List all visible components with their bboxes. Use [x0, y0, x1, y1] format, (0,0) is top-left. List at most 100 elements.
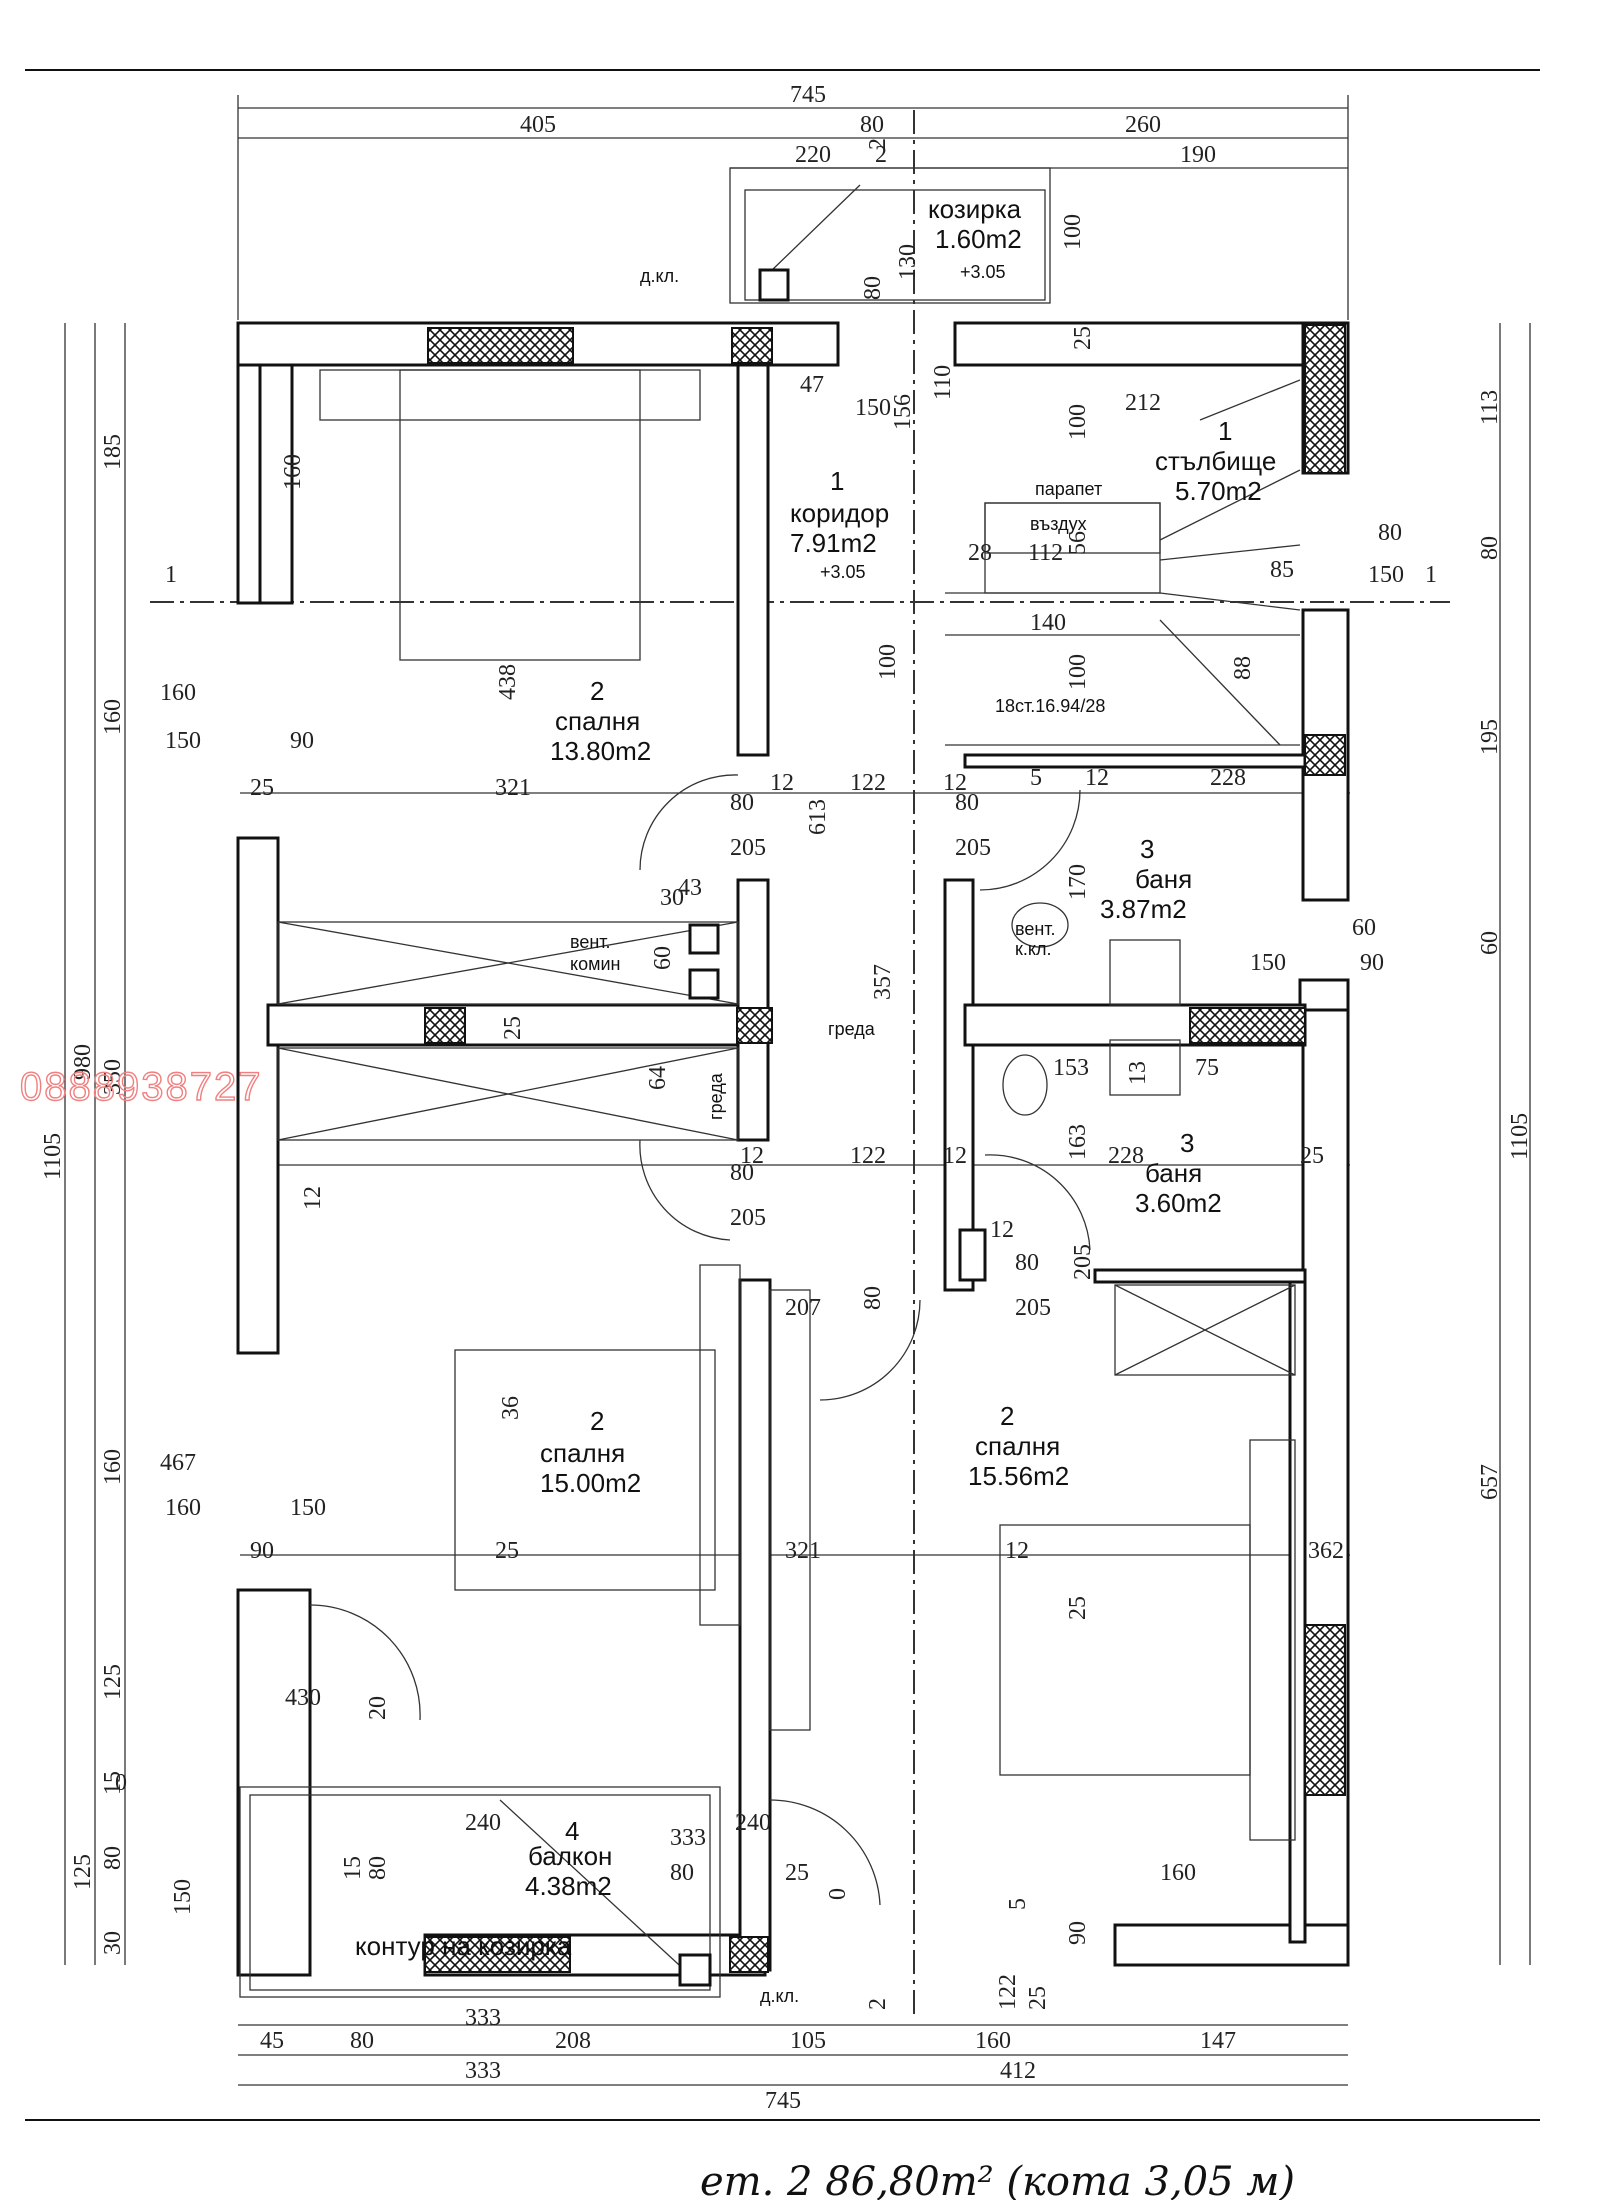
inner-dim-label: 430	[285, 1685, 321, 1711]
inner-dim-label: 150	[855, 395, 891, 421]
bath2-label: баня	[1145, 1158, 1202, 1188]
inner-dim-label: 163	[1065, 1124, 1091, 1160]
inner-dim-label: 110	[930, 365, 956, 400]
inner-dim-label: 36	[498, 1396, 524, 1420]
inner-dim-label: 12	[943, 770, 967, 796]
dkl-bottom-label: д.кл.	[760, 1986, 799, 2006]
stairs-number: 1	[1218, 416, 1232, 446]
dim-left-350: 350	[100, 1059, 126, 1095]
inner-dim-label: 25	[250, 775, 274, 801]
dim-top-405: 405	[520, 112, 556, 138]
inner-dim-label: 321	[495, 775, 531, 801]
columns	[424, 324, 1346, 1973]
stairs	[945, 379, 1301, 746]
inner-dim-label: 12	[990, 1217, 1014, 1243]
inner-dim-label: 170	[1065, 864, 1091, 900]
canopy-label: козирка	[928, 194, 1022, 224]
dim-right-195: 195	[1477, 719, 1503, 755]
inner-dim-label: 13	[1125, 1061, 1151, 1085]
inner-dim-label: 80	[670, 1860, 694, 1886]
inner-dim-label: 80	[860, 276, 886, 300]
inner-dim-label: 100	[1065, 654, 1091, 690]
inner-dim-label: 150	[1368, 562, 1404, 588]
inner-dim-label: 160	[160, 680, 196, 706]
bath2-number: 3	[1180, 1128, 1194, 1158]
bedroom3-area: 15.56m2	[968, 1461, 1069, 1491]
bedroom1-number: 2	[590, 676, 604, 706]
inner-dim-label: 156	[890, 394, 916, 430]
dim-bottom-333-top: 333	[465, 2005, 501, 2031]
inner-dim-label: 205	[955, 835, 991, 861]
bedroom2-label: спалня	[540, 1438, 625, 1468]
inner-dim-label: 100	[1060, 214, 1086, 250]
balcony-label: балкон	[528, 1841, 612, 1871]
dim-top-260: 260	[1125, 112, 1161, 138]
inner-dim-label: 85	[1270, 557, 1294, 583]
vent1-label: вент.	[570, 932, 611, 952]
inner-dim-label: 150	[1250, 950, 1286, 976]
phone-watermark: 0888938727	[20, 1065, 262, 1109]
inner-dim-label: 12	[943, 1143, 967, 1169]
inner-dim-label: 212	[1125, 390, 1161, 416]
inner-dim-label: 140	[1030, 610, 1066, 636]
balcony-number: 4	[565, 1816, 579, 1846]
inner-dim-label: 90	[1065, 1921, 1091, 1945]
inner-dim-label: 80	[1015, 1250, 1039, 1276]
bath1-number: 3	[1140, 834, 1154, 864]
komin-label: комин	[570, 954, 620, 974]
inner-dim-label: 321	[785, 1538, 821, 1564]
dim-left-980: 980	[70, 1044, 96, 1080]
inner-dim-label: 25	[500, 1016, 526, 1040]
dim-bottom-208: 208	[555, 2028, 591, 2054]
bedroom2-number: 2	[590, 1406, 604, 1436]
section-2-bottom: 2	[865, 1998, 891, 2010]
bedroom1-area: 13.80m2	[550, 736, 651, 766]
inner-dim-label: 100	[875, 644, 901, 680]
inner-dim-label: 207	[785, 1295, 821, 1321]
inner-dim-label: 160	[280, 454, 306, 490]
inner-dim-label: 160	[1160, 1860, 1196, 1886]
parapet-label: парапет	[1035, 479, 1102, 499]
dim-bottom-160: 160	[975, 2028, 1011, 2054]
stairs-label: стълбище	[1155, 446, 1276, 476]
bath1-area: 3.87m2	[1100, 894, 1187, 924]
inner-dim-label: 25	[785, 1860, 809, 1886]
dim-left-150: 150	[170, 1879, 196, 1915]
dim-top-2: 2	[875, 142, 887, 168]
bedroom3-number: 2	[1000, 1401, 1014, 1431]
section-1-right: 1	[1425, 562, 1437, 588]
inner-dim-label: 122	[850, 770, 886, 796]
dim-bottom-80: 80	[350, 2028, 374, 2054]
inner-dim-label: 80	[860, 1286, 886, 1310]
inner-dim-label: 12	[1005, 1538, 1029, 1564]
dimension-lines	[64, 95, 1531, 2086]
dim-top-220: 220	[795, 142, 831, 168]
inner-dim-label: 0	[825, 1888, 851, 1900]
inner-dim-label: 5	[1005, 1898, 1031, 1910]
inner-dim-label: 112	[1028, 540, 1063, 566]
kkl-label: к.кл.	[1015, 939, 1051, 959]
dim-right-113: 113	[1477, 390, 1503, 425]
inner-dim-label: 90	[1360, 950, 1384, 976]
inner-dim-label: 205	[730, 1205, 766, 1231]
stairs-area: 5.70m2	[1175, 476, 1262, 506]
dim-right-657: 657	[1477, 1464, 1503, 1500]
inner-dim-label: 64	[645, 1066, 671, 1090]
inner-dim-label: 613	[805, 799, 831, 835]
greda1-label: греда	[828, 1019, 876, 1039]
bedroom1-label: спалня	[555, 706, 640, 736]
inner-dim-label: 0	[115, 1770, 127, 1796]
dim-top-total: 745	[790, 82, 826, 108]
inner-dim-label: 80	[955, 790, 979, 816]
inner-dim-label: 160	[165, 1495, 201, 1521]
greda2-label: греда	[706, 1072, 726, 1120]
inner-dim-label: 80	[730, 790, 754, 816]
dim-bottom-105: 105	[790, 2028, 826, 2054]
inner-dim-label: 25	[1070, 326, 1096, 350]
stairs-steps: 18ст.16.94/28	[995, 696, 1105, 716]
section-1-left: 1	[165, 562, 177, 588]
corridor-label: коридор	[790, 498, 889, 528]
inner-dim-label: 25	[495, 1538, 519, 1564]
